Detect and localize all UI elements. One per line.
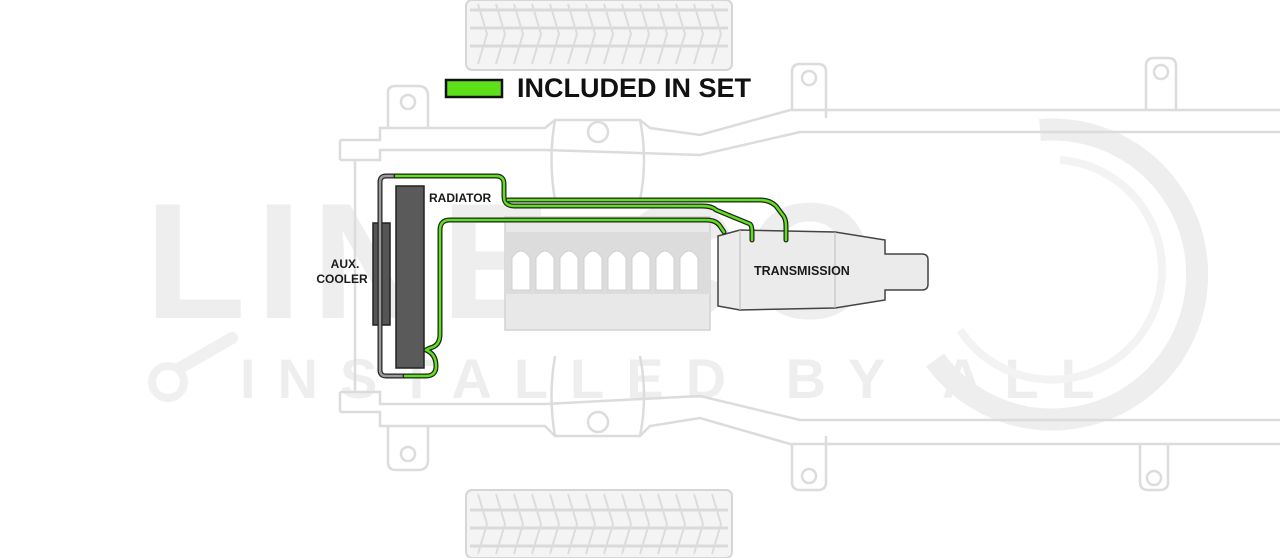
tire-tread-mark <box>693 493 705 555</box>
tire-tread-mark <box>603 3 615 65</box>
tire-tread-mark <box>585 3 597 65</box>
tire-tread-mark <box>711 3 723 65</box>
tire-tread-mark <box>567 493 579 555</box>
tire-tread-mark <box>567 3 579 65</box>
engine-cylinder <box>655 250 675 291</box>
legend-swatch <box>444 78 504 99</box>
radiator-label: RADIATOR <box>429 191 492 205</box>
legend: INCLUDED IN SET <box>444 73 752 103</box>
engine-cylinder <box>583 250 603 291</box>
tire-tread-mark <box>477 3 489 65</box>
engine-cylinder <box>535 250 555 291</box>
engine-cylinder <box>679 250 699 291</box>
engine-cylinder <box>559 250 579 291</box>
engine-cylinder <box>607 250 627 291</box>
tire-tread-mark <box>549 3 561 65</box>
tire-tread-mark <box>657 493 669 555</box>
tire-tread-mark <box>675 493 687 555</box>
tire-top <box>465 0 733 71</box>
engine-block <box>504 216 711 331</box>
tire-tread-mark <box>513 3 525 65</box>
tire-tread-mark <box>531 3 543 65</box>
wrench-logo-icon <box>148 332 238 402</box>
aux-cooler-label-line1: AUX. <box>331 257 360 271</box>
aux-cooler-line <box>377 173 405 379</box>
tire-tread-mark <box>603 493 615 555</box>
tire-tread-mark <box>711 493 723 555</box>
tire-tread-mark <box>639 493 651 555</box>
tire-tread-mark <box>621 493 633 555</box>
tire-tread-mark <box>531 493 543 555</box>
transmission-label: TRANSMISSION <box>754 264 850 278</box>
tire-tread-mark <box>495 3 507 65</box>
tire-tread-mark <box>675 3 687 65</box>
transmission-case <box>717 229 929 311</box>
engine-cylinder <box>511 250 531 291</box>
tire-tread-mark <box>549 493 561 555</box>
tire-tread-mark <box>639 3 651 65</box>
tire-tread-mark <box>693 3 705 65</box>
included-cooler-lines <box>393 173 789 379</box>
tire-bottom <box>465 489 733 558</box>
tire-tread-mark <box>495 493 507 555</box>
swoosh-logo-icon <box>926 118 1209 431</box>
tire-tread-mark <box>621 3 633 65</box>
radiator <box>395 185 425 369</box>
aux-cooler-label-line2: COOLER <box>316 272 368 286</box>
tire-tread-mark <box>585 493 597 555</box>
engine-cylinder <box>631 250 651 291</box>
tire-tread-mark <box>657 3 669 65</box>
tire-tread-mark <box>513 493 525 555</box>
tire-tread-mark <box>477 493 489 555</box>
legend-label: INCLUDED IN SET <box>517 73 752 103</box>
vehicle-frame <box>338 56 1280 492</box>
